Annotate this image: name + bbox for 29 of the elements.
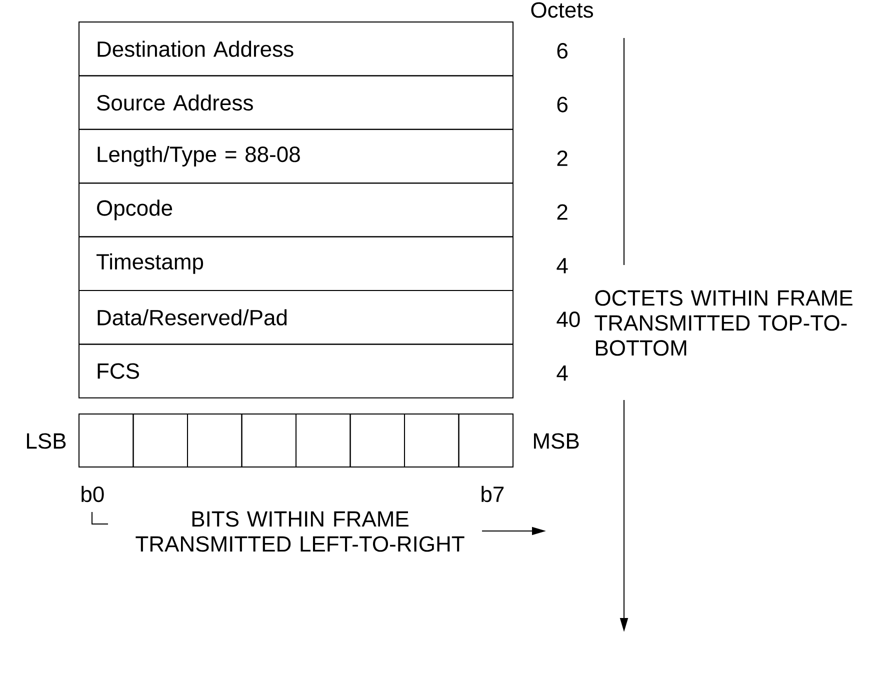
octet-count: 6 xyxy=(557,96,568,112)
axis-label: Octets xyxy=(531,2,593,18)
field-row: Destination Address xyxy=(78,22,514,76)
bit-cell xyxy=(78,414,134,468)
bit-label: b0 xyxy=(82,486,104,502)
octet-count: 2 xyxy=(557,150,568,166)
bit-label: b7 xyxy=(482,486,504,502)
octet-count: 4 xyxy=(556,365,568,381)
field-row: Source Address xyxy=(78,75,514,130)
bit-cell xyxy=(241,414,296,468)
bit-order-label: MSB xyxy=(534,433,579,449)
field-row: Length/Type = 88-08 xyxy=(78,128,514,184)
bit-cell xyxy=(350,414,406,468)
bit-cell xyxy=(404,414,460,468)
field-row: Timestamp xyxy=(78,236,514,291)
octet-count: 4 xyxy=(556,258,568,274)
octet-count: 6 xyxy=(557,43,568,59)
bit-cell xyxy=(132,414,188,468)
bit-cell xyxy=(296,414,351,468)
bit-cell xyxy=(458,414,514,468)
octet-count: 2 xyxy=(557,204,568,220)
bit-order-label: LSB xyxy=(27,433,66,449)
bit-cell xyxy=(187,414,242,468)
field-row: Data/Reserved/Pad xyxy=(78,290,514,345)
direction-note: OCTETS WITHIN FRAME TRANSMITTED TOP-TO-BOTTOM xyxy=(594,290,852,356)
field-row: Opcode xyxy=(78,182,514,238)
field-row: FCS xyxy=(78,344,514,398)
octet-count: 40 xyxy=(556,312,580,328)
direction-note: BITS WITHIN FRAME TRANSMITTED LEFT-TO-RIGHT xyxy=(136,511,464,552)
